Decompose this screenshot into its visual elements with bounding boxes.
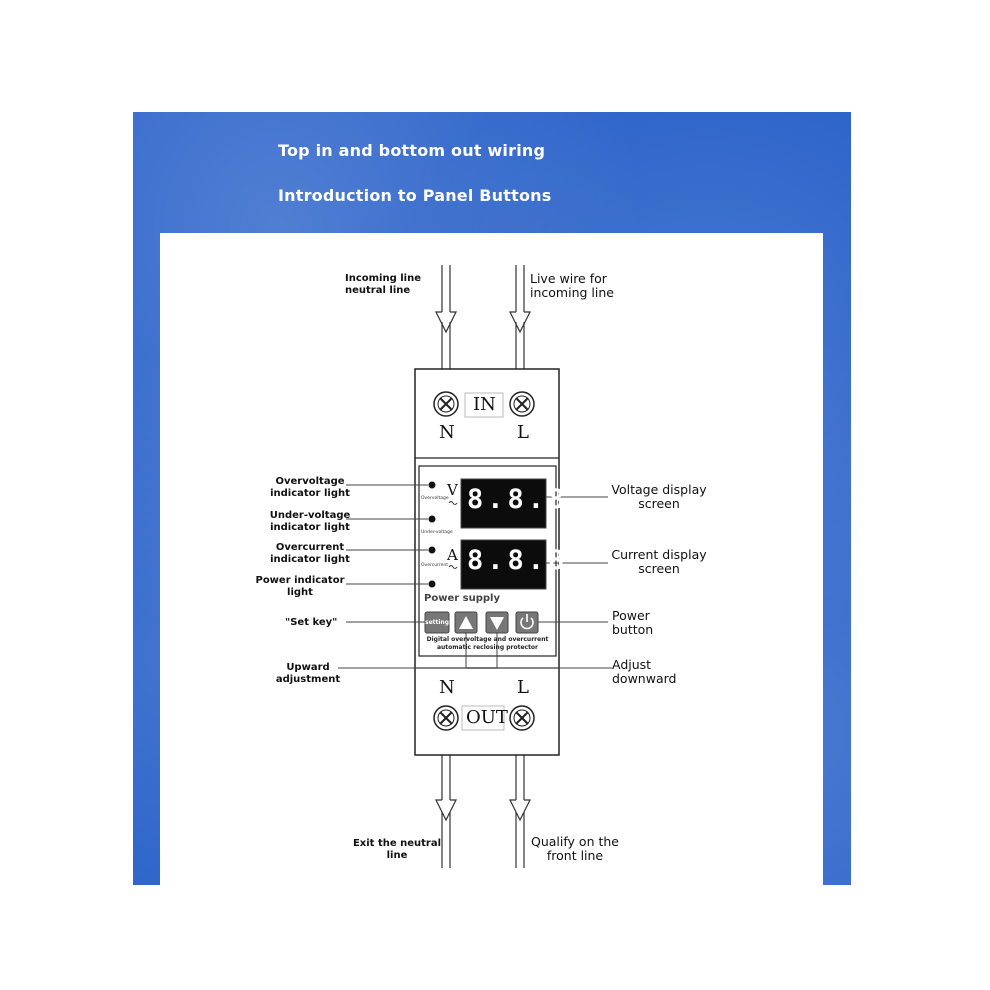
power-led — [428, 580, 436, 588]
settings-button[interactable]: settings — [425, 619, 453, 626]
in-label: IN — [473, 394, 496, 415]
undervoltage-led — [428, 515, 436, 523]
label-voltage-screen: Voltage display screen — [611, 482, 707, 512]
callout-lines — [338, 484, 612, 669]
label-power-button: Power button — [612, 608, 654, 638]
amp-symbol: A — [447, 546, 458, 564]
tiny-overcurrent: Overcurrent — [421, 563, 448, 568]
incoming-live-wire — [509, 265, 531, 370]
label-qualify-front: Qualify on the front line — [531, 834, 619, 864]
label-exit-neutral: Exit the neutral line — [352, 838, 442, 861]
tiny-overvoltage: Overvoltage — [421, 496, 449, 501]
volt-symbol: V — [447, 481, 458, 499]
label-incoming-neutral: Incoming line neutral line — [345, 273, 422, 296]
label-live-incoming: Live wire for incoming line — [530, 271, 614, 301]
n-bottom-label: N — [439, 677, 455, 698]
terminal-screw-l-bottom — [509, 705, 535, 731]
voltage-display — [460, 478, 547, 529]
label-set-key: "Set key" — [285, 617, 338, 628]
label-overvoltage-light: Overvoltage indicator light — [270, 476, 350, 499]
label-upward: Upward adjustment — [275, 662, 341, 685]
overvoltage-led — [428, 481, 436, 489]
n-top-label: N — [439, 422, 455, 443]
down-button[interactable] — [486, 612, 508, 633]
power-supply-label: Power supply — [424, 593, 500, 604]
label-overcurrent-light: Overcurrent indicator light — [270, 542, 350, 565]
product-name: Digital overvoltage and overcurrent auto… — [426, 636, 549, 651]
current-display — [460, 539, 547, 590]
terminal-screw-l-top — [509, 391, 535, 417]
front-live-wire — [509, 755, 531, 868]
power-button[interactable] — [516, 612, 538, 633]
heading-wiring: Top in and bottom out wiring — [278, 141, 546, 160]
label-undervoltage-light: Under-voltage indicator light — [269, 510, 351, 533]
incoming-neutral-wire — [435, 265, 457, 370]
label-current-screen: Current display screen — [611, 547, 707, 577]
overcurrent-led — [428, 546, 436, 554]
current-digits: 8.8.8. — [467, 545, 589, 576]
terminal-screw-n-top — [433, 391, 459, 417]
terminal-screw-n-bottom — [433, 705, 459, 731]
l-top-label: L — [517, 422, 529, 443]
voltage-digits: 8.8.8. — [467, 484, 589, 515]
label-adjust-down: Adjust downward — [612, 657, 677, 687]
l-bottom-label: L — [517, 677, 529, 698]
out-label: OUT — [466, 707, 508, 728]
up-button[interactable] — [455, 612, 477, 633]
tiny-undervoltage: Under-voltage — [421, 530, 453, 535]
label-power-light: Power indicator light — [255, 575, 345, 598]
heading-buttons: Introduction to Panel Buttons — [278, 186, 552, 205]
exit-neutral-wire — [435, 755, 457, 868]
